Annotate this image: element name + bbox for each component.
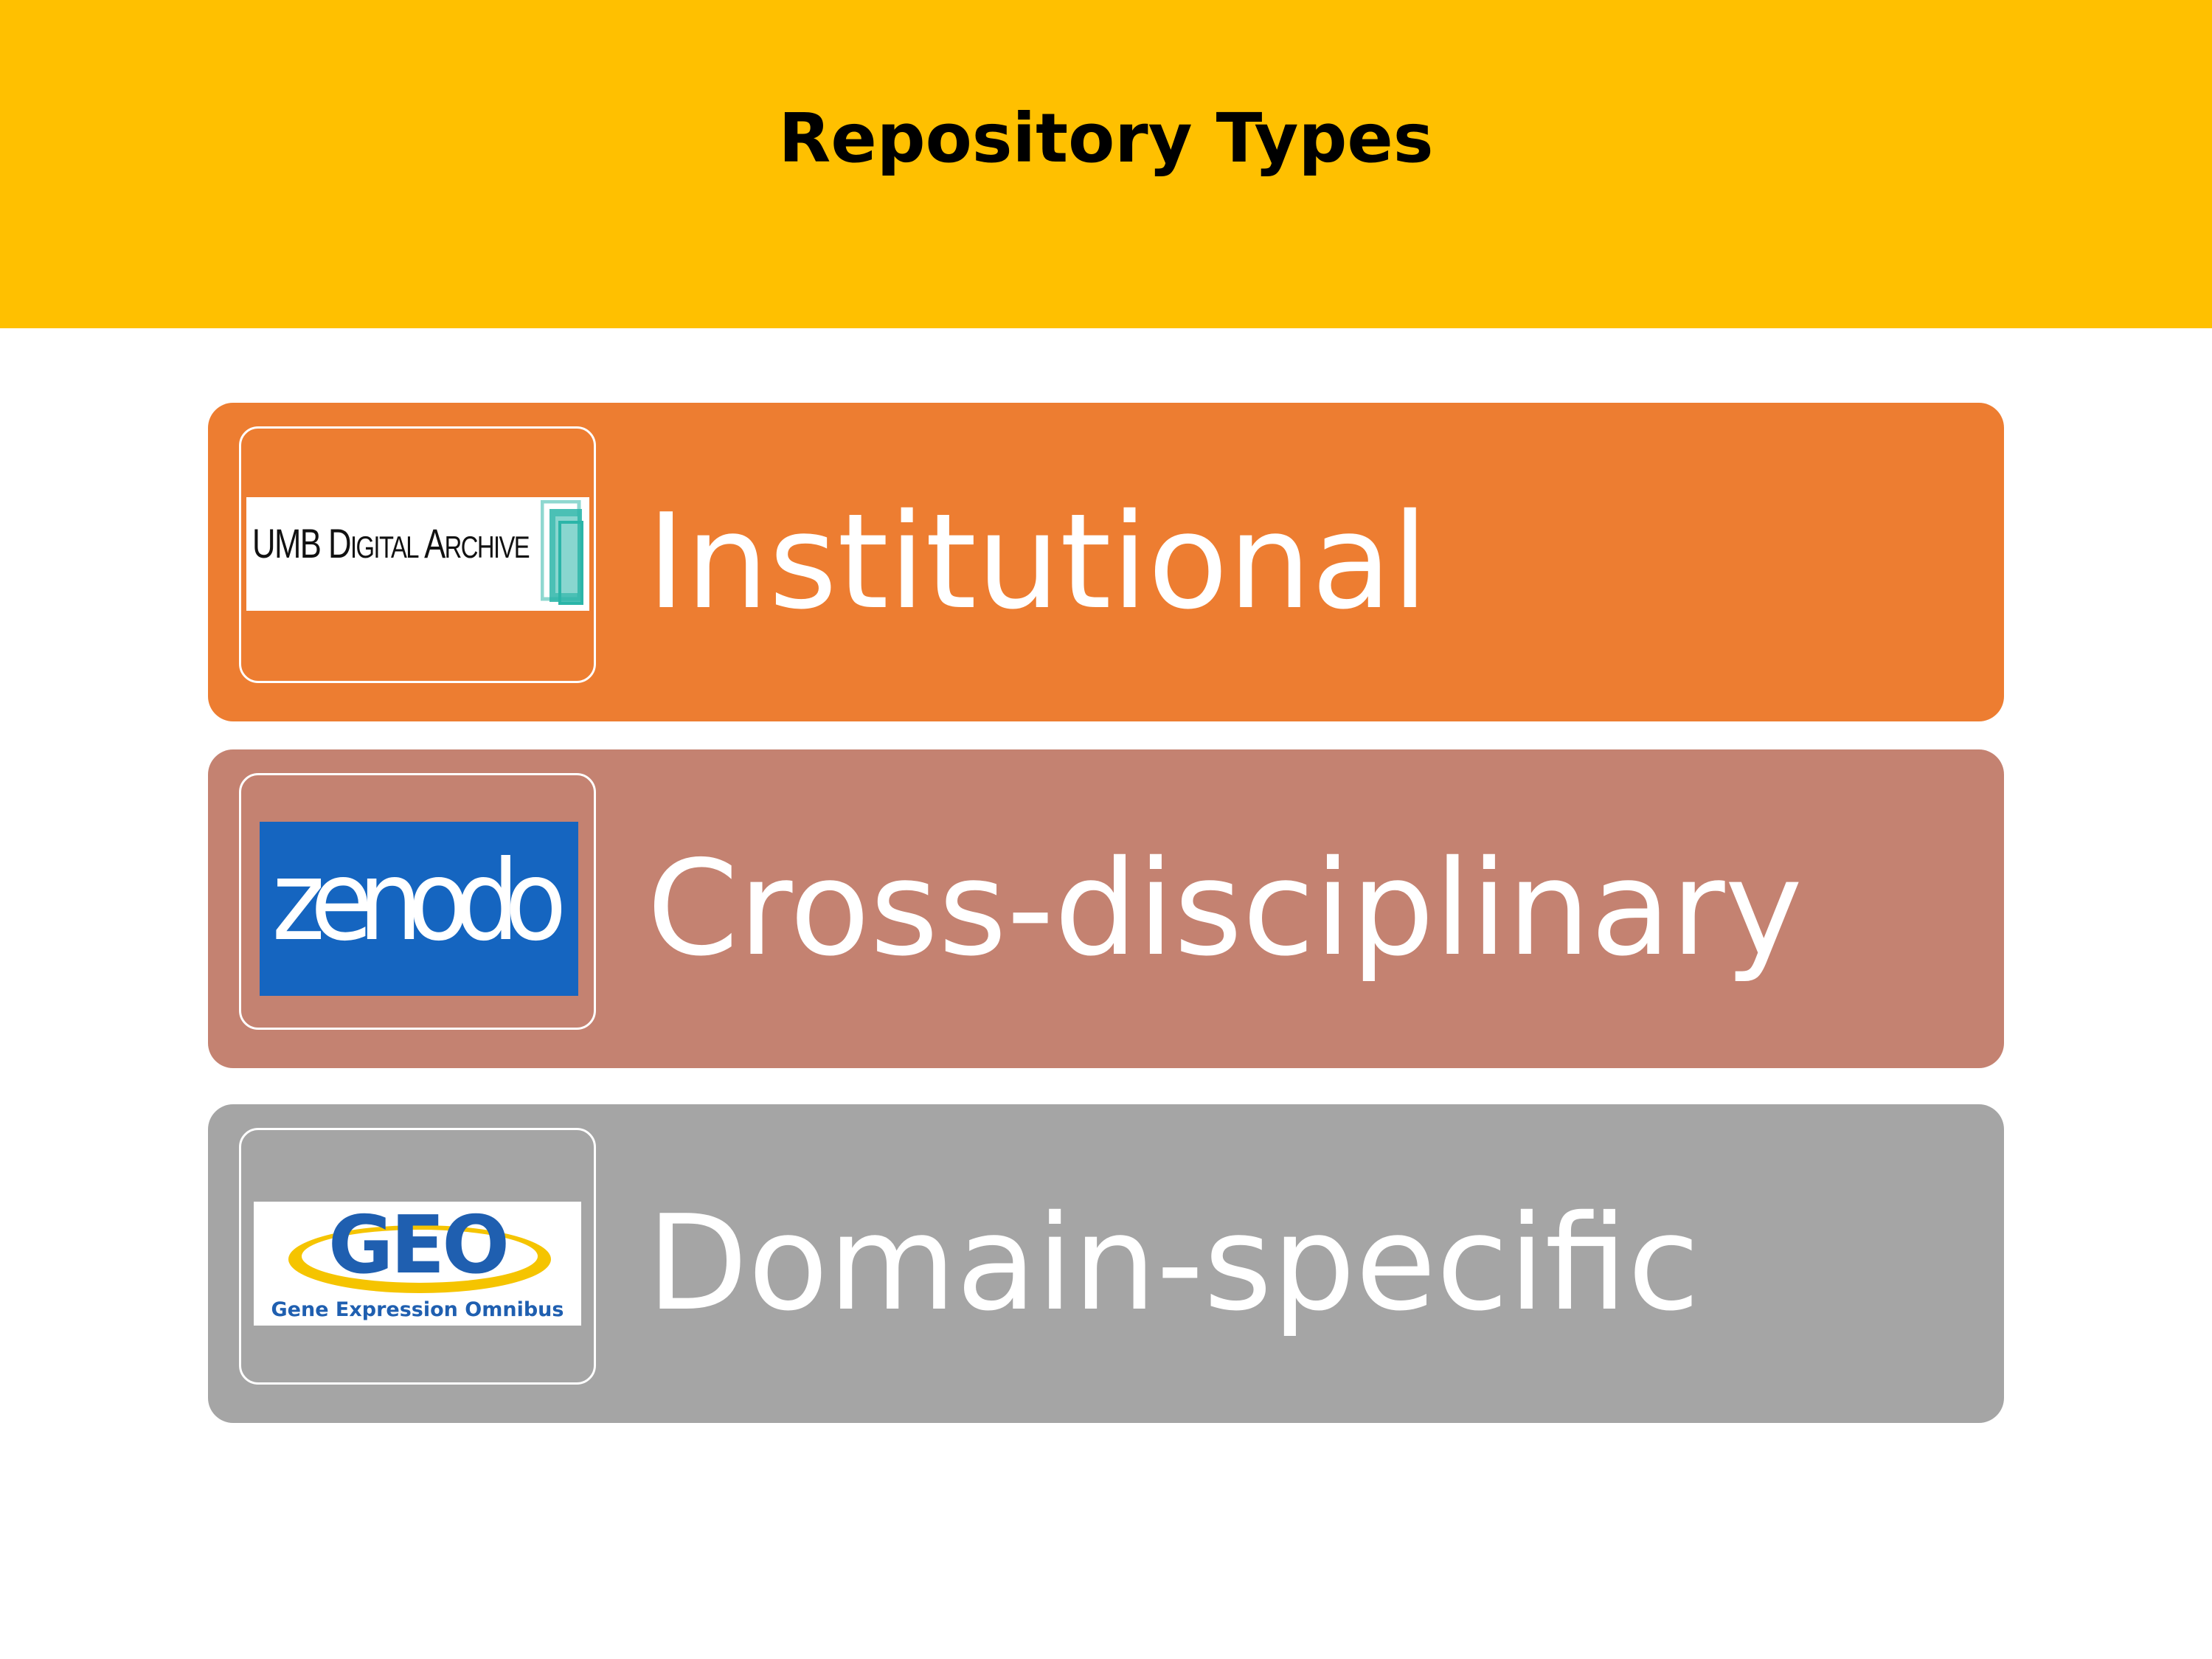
umb-digital-archive-logo: UMB DIGITAL ARCHIVE [246,497,589,611]
row-domain-specific: GEO Gene Expression Omnibus Domain-speci… [208,1104,2004,1423]
row-cross-disciplinary: zenodo Cross-disciplinary [208,749,2004,1068]
title-bar: Repository Types [0,0,2212,328]
geo-swoosh-icon [288,1225,551,1293]
umb-logo-text-main: UMB D [252,520,352,567]
logo-frame [239,1128,596,1385]
row-institutional: UMB DIGITAL ARCHIVE Institutional [208,403,2004,721]
umb-logo-text: UMB DIGITAL ARCHIVE [252,519,530,567]
umb-logo-text-small-2: RCHIVE [444,530,530,564]
zenodo-logo-text: zenodo [271,837,566,966]
row-label: Domain-specific [647,1187,1700,1340]
geo-logo-text: GEO [327,1199,510,1292]
row-label: Cross-disciplinary [647,832,1803,985]
slide-title: Repository Types [778,99,1434,178]
umb-logo-text-big-2: A [424,520,445,567]
zenodo-logo: zenodo [260,822,578,996]
umb-logo-text-small-1: IGITAL [350,530,420,564]
geo-logo-subtitle: Gene Expression Omnibus [271,1298,564,1321]
archive-mark-icon [541,500,583,605]
logo-frame [239,773,596,1030]
logo-frame [239,426,596,683]
geo-logo: GEO Gene Expression Omnibus [254,1202,581,1326]
row-label: Institutional [647,485,1429,638]
